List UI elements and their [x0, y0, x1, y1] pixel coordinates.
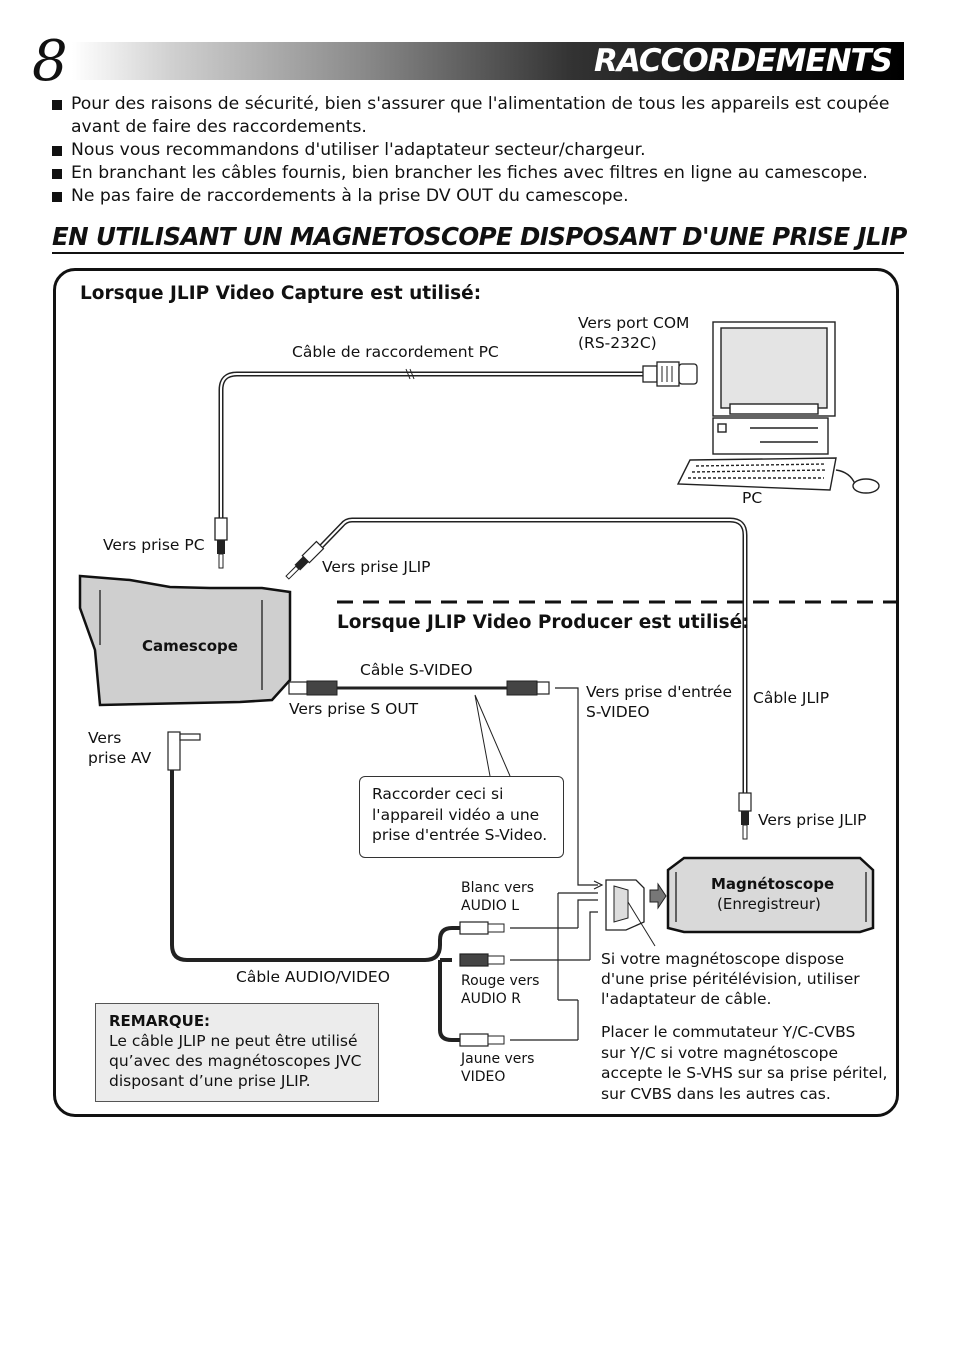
- svideo-cable-label: Câble S-VIDEO: [360, 661, 473, 679]
- jlip-plug-bottom-icon: [738, 792, 752, 840]
- db9-connector-icon: [642, 361, 698, 387]
- pc-cable-label: Câble de raccordement PC: [292, 343, 499, 361]
- section-rule: [52, 252, 904, 254]
- jlip-cable: [309, 517, 748, 798]
- rca-plug-white-icon: [459, 921, 578, 935]
- bullet-square-icon: [52, 146, 62, 156]
- diagram-frame: [53, 268, 899, 1117]
- av-cable-label: Câble AUDIO/VIDEO: [236, 968, 390, 986]
- com-port-label: Vers port COM (RS-232C): [578, 314, 690, 352]
- bullet-item: Pour des raisons de sécurité, bien s'ass…: [52, 93, 922, 139]
- page-title: RACCORDEMENTS: [594, 43, 893, 79]
- yellow-video-label: Jaune vers VIDEO: [461, 1051, 535, 1085]
- note-text: Le câble JLIP ne peut être utilisé qu’av…: [109, 1032, 362, 1090]
- pc-cable: [218, 371, 653, 523]
- to-pc-jack-label: Vers prise PC: [103, 536, 205, 554]
- title-bar: [72, 42, 904, 80]
- camcorder-icon: [78, 574, 292, 707]
- bullet-item: Nous vous recommandons d'utiliser l'adap…: [52, 139, 922, 162]
- scart-note: Si votre magnétoscope dispose d'une pris…: [601, 950, 860, 1008]
- bullet-item: En branchant les câbles fournis, bien br…: [52, 162, 922, 185]
- switch-note: Placer le commutateur Y/C-CVBS sur Y/C s…: [601, 1023, 888, 1103]
- red-audio-r-label: Rouge vers AUDIO R: [461, 973, 540, 1007]
- page-number: 8: [32, 29, 68, 94]
- svideo-cable: [288, 680, 604, 890]
- capture-heading: Lorsque JLIP Video Capture est utilisé:: [80, 283, 482, 304]
- jlip-cable-label: Câble JLIP: [753, 689, 830, 707]
- svideo-callout: Raccorder ceci si l'appareil vidéo a une…: [359, 776, 564, 858]
- pc-label: PC: [742, 489, 763, 507]
- bullet-square-icon: [52, 100, 62, 110]
- cable-break-mark: [405, 368, 415, 380]
- scart-adapter-icon: [605, 879, 667, 947]
- section-heading: EN UTILISANT UN MAGNETOSCOPE DISPOSANT D…: [52, 222, 907, 251]
- av-cable: [167, 731, 460, 1042]
- vcr-title: Magnétoscope: [711, 875, 835, 893]
- rca-leads: [577, 899, 598, 1040]
- av-jack-label: Vers prise AV: [88, 729, 152, 767]
- callout-pointer: [474, 694, 511, 777]
- svideo-out-label: Vers prise S OUT: [289, 700, 419, 718]
- vcr-subtitle: (Enregistreur): [717, 895, 821, 913]
- rca-plug-yellow-icon: [459, 1033, 578, 1047]
- producer-heading: Lorsque JLIP Video Producer est utilisé:: [337, 612, 750, 633]
- white-audio-l-label: Blanc vers AUDIO L: [461, 880, 535, 914]
- to-jlip-jack-label-top: Vers prise JLIP: [322, 558, 431, 576]
- jlip-plug-top-icon: [285, 540, 325, 580]
- safety-bullet-list: Pour des raisons de sécurité, bien s'ass…: [52, 93, 922, 208]
- bullet-square-icon: [52, 169, 62, 179]
- camcorder-label: Camescope: [142, 637, 238, 655]
- vcr-icon: [666, 856, 875, 934]
- bullet-square-icon: [52, 192, 62, 202]
- pc-computer-icon: [676, 321, 880, 494]
- rca-plug-red-icon: [459, 953, 590, 967]
- to-jlip-jack-label-bottom: Vers prise JLIP: [758, 811, 867, 829]
- remarque-note-box: REMARQUE: Le câble JLIP ne peut être uti…: [95, 1003, 379, 1102]
- svideo-in-label: Vers prise d'entrée S-VIDEO: [586, 683, 733, 721]
- note-title: REMARQUE:: [109, 1012, 211, 1030]
- bullet-item: Ne pas faire de raccordements à la prise…: [52, 185, 922, 208]
- pc-jack-plug-icon: [214, 517, 228, 569]
